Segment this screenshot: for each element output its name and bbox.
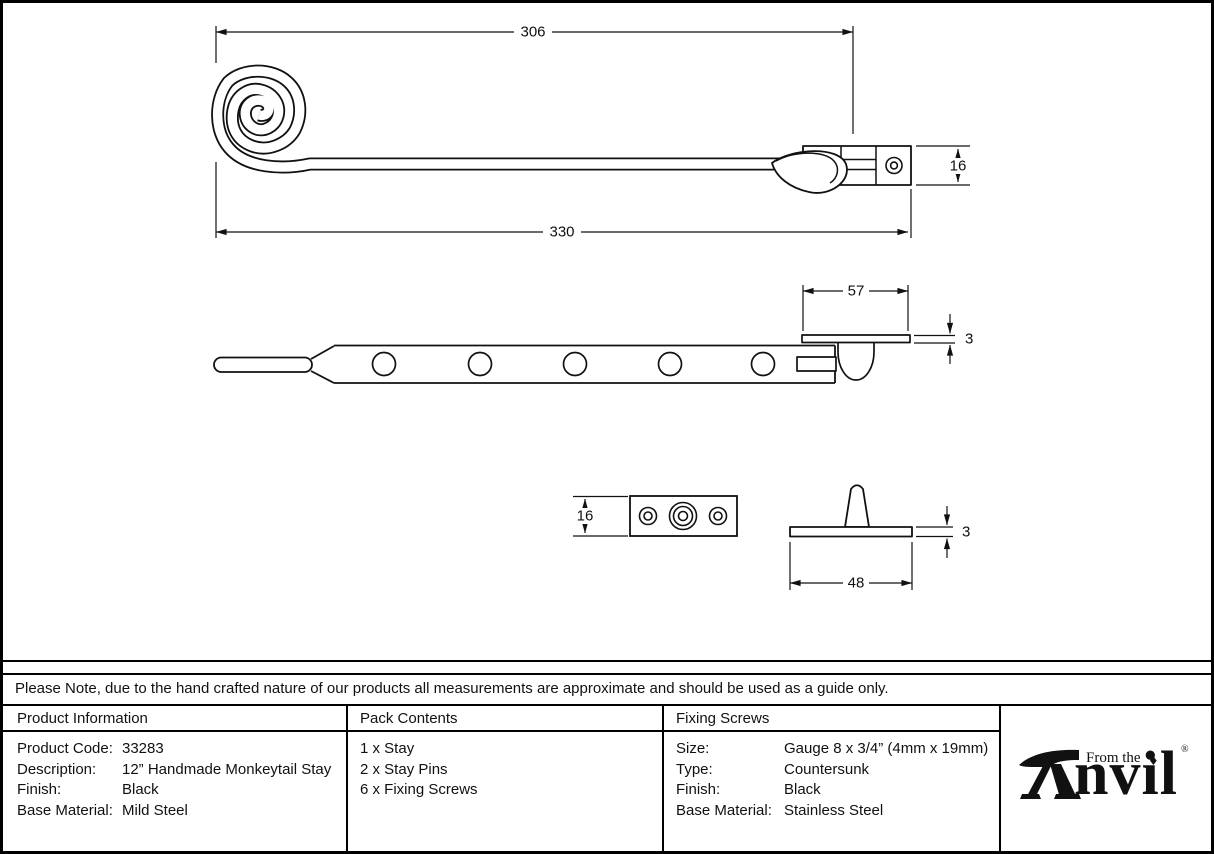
- pin-cone: [844, 484, 870, 528]
- anvil-letter-a: [1019, 749, 1081, 799]
- dim-pin-plate-height-16: 16: [572, 495, 628, 537]
- stay-side-view: [211, 64, 912, 194]
- registered-trademark: ®: [1181, 744, 1189, 755]
- dim-306: 306: [215, 24, 854, 134]
- table-header-rule: [3, 730, 1000, 732]
- base-material-value: Mild Steel: [122, 802, 188, 819]
- dim-330: 330: [215, 162, 912, 241]
- dim-keeper-length-label: 57: [848, 283, 865, 300]
- product-information-header: Product Information: [17, 710, 148, 727]
- keeper-plan: [796, 334, 911, 381]
- dim-keeper-length-57: 57: [802, 283, 909, 331]
- fixing-screws-header: Fixing Screws: [676, 710, 770, 727]
- dim-306-label: 306: [520, 24, 545, 41]
- divider-product-pack: [346, 704, 348, 851]
- pin-base-plate: [789, 526, 913, 538]
- screw-size-label: Size:: [676, 740, 710, 757]
- stay-adjustment-holes: [371, 351, 776, 377]
- dim-keeper-height-label: 16: [950, 158, 967, 175]
- divider-fixing-logo: [999, 704, 1001, 851]
- technical-drawing: 306 330 16: [211, 24, 973, 592]
- screw-type-label: Type:: [676, 761, 713, 778]
- pack-item-stay-pins: 2 x Stay Pins: [360, 761, 448, 778]
- stay-loop-end: [771, 150, 848, 194]
- brand-logo: nvil From the ♦ ®: [1000, 706, 1211, 851]
- dim-pin-plate-thickness-label: 3: [962, 524, 970, 541]
- pivot-screw: [885, 156, 903, 175]
- stay-handle-tip: [213, 345, 335, 384]
- dim-pin-plate-thickness-3: 3: [916, 506, 970, 558]
- screw-base-material-value: Stainless Steel: [784, 802, 884, 819]
- pin-side-view: [789, 484, 913, 538]
- screw-base-material-label: Base Material:: [676, 802, 772, 819]
- screw-finish-value: Black: [784, 781, 821, 798]
- disclaimer-bottom-rule: [3, 704, 1211, 706]
- diamond-icon: ♦: [1148, 754, 1159, 768]
- pack-contents-header: Pack Contents: [360, 710, 458, 727]
- pin-plate-front-view: [629, 495, 738, 537]
- dim-keeper-plate-thickness-3: 3: [914, 314, 973, 364]
- description-label: Description:: [17, 761, 97, 778]
- description-value: 12” Handmade Monkeytail Stay: [122, 761, 332, 778]
- pack-item-stay: 1 x Stay: [360, 740, 415, 757]
- dim-pin-plate-length-label: 48: [848, 575, 865, 592]
- dim-keeper-height-16: 16: [916, 145, 971, 186]
- brand-name-rest: nvil: [1074, 740, 1178, 808]
- screw-type-value: Countersunk: [784, 761, 870, 778]
- disclaimer-top-rule: [3, 673, 1211, 675]
- divider-pack-fixing: [662, 704, 664, 851]
- pin-plate-holes: [638, 501, 728, 531]
- brand-tagline: From the: [1086, 750, 1141, 766]
- finish-value: Black: [122, 781, 159, 798]
- finish-label: Finish:: [17, 781, 62, 798]
- monkeytail-spiral-and-bar: [211, 64, 812, 174]
- dim-330-label: 330: [549, 224, 574, 241]
- dim-pin-plate-height-label: 16: [577, 508, 594, 525]
- drawing-area-bottom-rule: [3, 660, 1211, 662]
- screw-size-value: Gauge 8 x 3/4” (4mm x 19mm): [784, 740, 989, 757]
- pack-item-fixing-screws: 6 x Fixing Screws: [360, 781, 478, 798]
- base-material-label: Base Material:: [17, 802, 113, 819]
- screw-finish-label: Finish:: [676, 781, 721, 798]
- product-code-label: Product Code:: [17, 740, 113, 757]
- product-code-value: 33283: [122, 740, 164, 757]
- stay-plan-view: [213, 334, 911, 384]
- dim-keeper-plate-thickness-label: 3: [965, 331, 973, 348]
- disclaimer-note: Please Note, due to the hand crafted nat…: [15, 680, 889, 697]
- dim-pin-plate-length-48: 48: [789, 542, 913, 592]
